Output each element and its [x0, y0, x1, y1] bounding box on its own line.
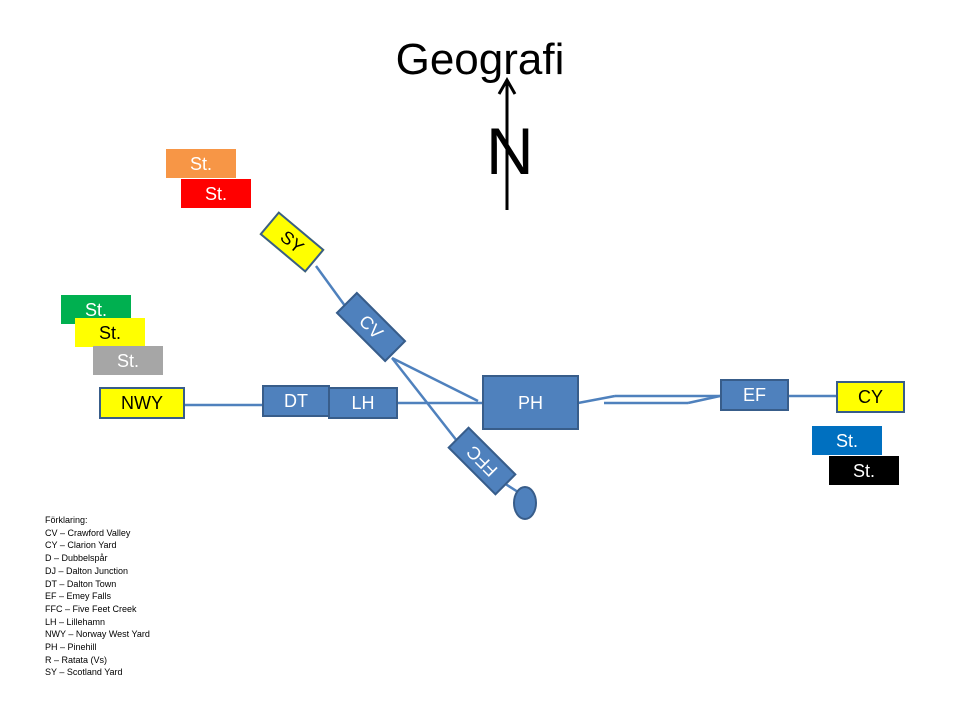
legend-item: SY – Scotland Yard [45, 667, 123, 678]
node-dt[interactable]: DT [262, 385, 330, 417]
legend-item: CY – Clarion Yard [45, 540, 117, 551]
legend: Förklaring: CV – Crawford Valley CY – Cl… [45, 514, 150, 679]
legend-item: NWY – Norway West Yard [45, 629, 150, 640]
station-tag-gray: St. [93, 346, 163, 375]
track-lines [185, 265, 836, 494]
station-tag-yellow: St. [75, 318, 145, 347]
north-arrow-icon [497, 76, 517, 210]
compass-north-label: N [486, 114, 534, 188]
node-nwy[interactable]: NWY [99, 387, 185, 419]
node-cy[interactable]: CY [836, 381, 905, 413]
legend-item: FFC – Five Feet Creek [45, 603, 137, 614]
legend-heading: Förklaring: [45, 515, 88, 525]
page-title: Geografi [395, 35, 565, 84]
legend-item: PH – Pinehill [45, 642, 97, 653]
track-cv-ph [391, 356, 479, 403]
legend-item: DJ – Dalton Junction [45, 565, 129, 576]
station-tag-blue: St. [812, 426, 882, 455]
legend-item: CV – Crawford Valley [45, 527, 131, 538]
station-tag-orange: St. [166, 149, 236, 178]
legend-item: LH – Lillehamn [45, 616, 106, 627]
legend-item: R – Ratata (Vs) [45, 654, 108, 665]
station-tag-black: St. [829, 456, 899, 485]
track-sy-cv [314, 265, 350, 311]
node-ef[interactable]: EF [720, 379, 789, 411]
track-ph-double-left [577, 394, 616, 405]
station-tag-red: St. [181, 179, 251, 208]
node-lh[interactable]: LH [328, 387, 398, 419]
node-ph[interactable]: PH [482, 375, 579, 430]
legend-item: DT – Dalton Town [45, 578, 117, 589]
legend-item: D – Dubbelspår [45, 553, 108, 564]
track-end-marker [513, 486, 537, 520]
legend-item: EF – Emey Falls [45, 591, 112, 602]
